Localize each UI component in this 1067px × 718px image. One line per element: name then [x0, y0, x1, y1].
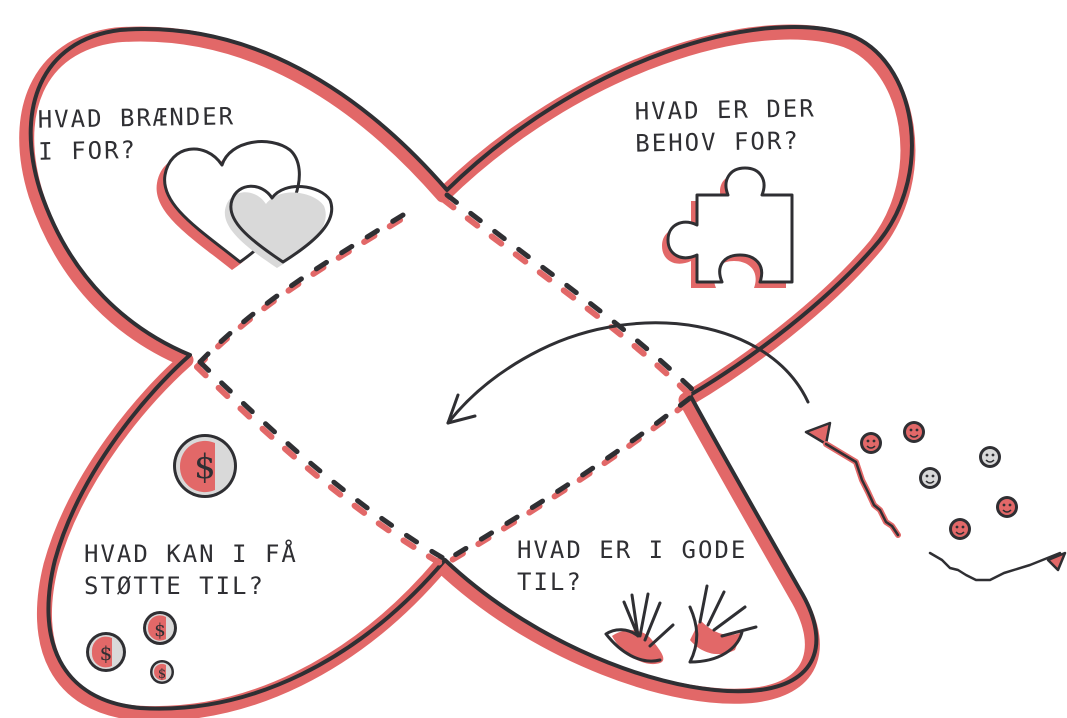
smiley-face-icon — [996, 496, 1018, 518]
smiley-face-icon — [860, 432, 882, 454]
puzzle-piece-icon — [662, 168, 792, 288]
coins-icon: $ $ $ — [86, 611, 177, 684]
smiley-face-icon — [979, 446, 1001, 468]
quadrant-label-line: til? — [517, 566, 747, 598]
quadrant-label-top-left: Hvad brænder i for? — [37, 100, 235, 168]
smiley-face-icon — [903, 421, 925, 443]
svg-text:$: $ — [158, 667, 166, 682]
smiley-face-icon — [919, 467, 941, 489]
quadrant-label-line: behov for? — [635, 125, 816, 161]
quadrant-label-line: Hvad er der — [634, 92, 815, 128]
smiley-face-icon — [949, 518, 971, 540]
svg-text:$: $ — [154, 620, 165, 641]
coin-icon: $ — [173, 434, 237, 498]
svg-text:$: $ — [194, 447, 216, 487]
quadrant-label-top-right: Hvad er der behov for? — [634, 92, 816, 160]
quadrant-label-line: i for? — [38, 133, 236, 169]
curved-arrow-icon — [448, 323, 808, 423]
quadrant-label-line: Hvad kan i få — [84, 538, 298, 570]
funnel-icon — [806, 423, 1065, 580]
svg-text:$: $ — [100, 641, 113, 665]
quadrant-label-bottom-right: Hvad er i gode til? — [517, 534, 747, 599]
quadrant-label-bottom-left: Hvad kan i få støtte til? — [84, 538, 298, 603]
quadrant-label-line: Hvad er i gode — [517, 534, 747, 566]
quadrant-label-line: Hvad brænder — [37, 100, 235, 136]
quadrant-label-line: støtte til? — [84, 570, 298, 602]
